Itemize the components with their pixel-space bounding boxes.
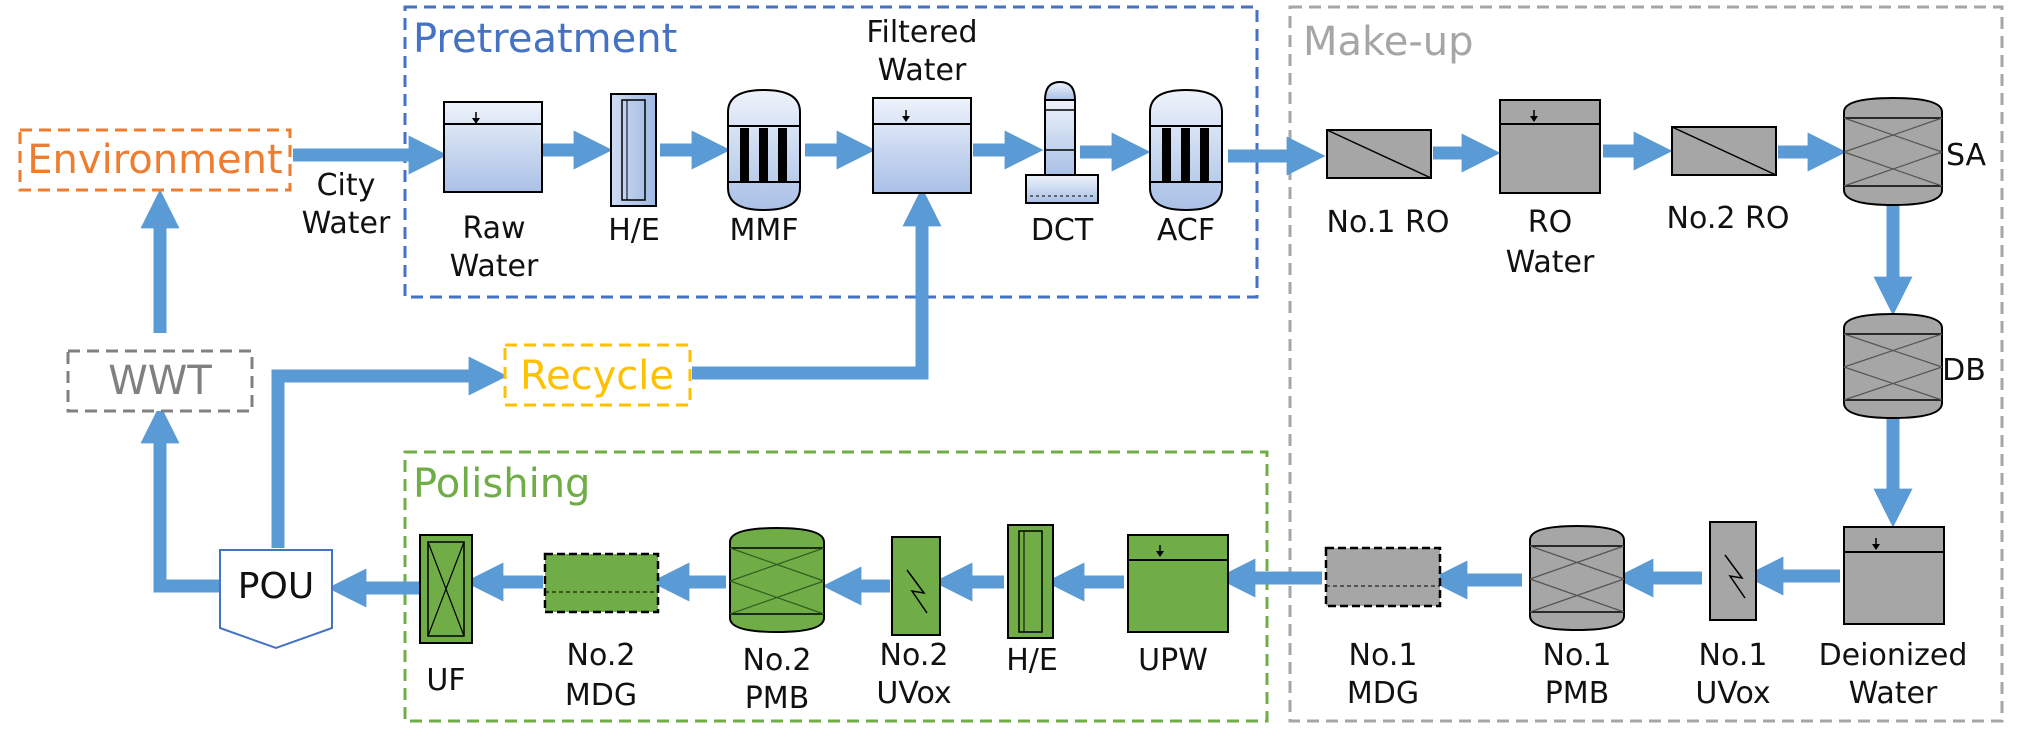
- no2-uvox-label: UVox: [876, 676, 951, 711]
- no2-uvox-unit: [891, 536, 941, 636]
- sa-label: SA: [1946, 138, 1987, 173]
- heat-exchanger-2-label: H/E: [1006, 643, 1058, 678]
- no2-pmb-column: [729, 526, 825, 634]
- no1-uvox-label: No.1: [1699, 638, 1768, 673]
- filtered-water-tank: [872, 97, 972, 194]
- no1-mdg-label: No.1: [1349, 638, 1418, 673]
- wwt-node-box: [66, 349, 254, 413]
- no2-mdg-label: MDG: [565, 678, 637, 713]
- deionized-water-tank: [1843, 526, 1945, 625]
- environment-node-label: Environment: [27, 137, 282, 183]
- environment-node-box: [18, 128, 292, 192]
- filtered-water-label: Filtered: [866, 15, 977, 50]
- uf-label: UF: [426, 663, 465, 698]
- mmf-label: MMF: [729, 213, 798, 248]
- uf-unit: [419, 534, 473, 644]
- no2-ro-unit: [1671, 126, 1777, 176]
- no1-uvox-label: UVox: [1695, 676, 1770, 711]
- makeup-section-box: [1288, 5, 2004, 723]
- recycle-node-label: Recycle: [520, 353, 674, 399]
- no2-uvox-label: No.2: [880, 638, 949, 673]
- flow-pipe: [153, 422, 220, 593]
- no1-mdg-label: MDG: [1347, 676, 1419, 711]
- sa-column: [1843, 96, 1943, 207]
- acf-label: ACF: [1157, 213, 1215, 248]
- polishing-section-box: [403, 450, 1269, 723]
- pou-node-shape: [219, 549, 333, 650]
- polishing-section-title: Polishing: [413, 461, 590, 507]
- heat-exchanger-1-label: H/E: [608, 213, 660, 248]
- no2-pmb-label: PMB: [745, 681, 810, 716]
- ro-water-label: RO: [1528, 205, 1572, 240]
- no2-ro-label: No.2 RO: [1667, 201, 1790, 236]
- no2-mdg-unit: [543, 552, 660, 614]
- flow-pipe: [271, 369, 485, 548]
- db-column: [1843, 312, 1943, 420]
- acf-filter: [1149, 88, 1223, 212]
- no2-pmb-label: No.2: [743, 643, 812, 678]
- ro-water-label: Water: [1506, 245, 1595, 280]
- filtered-water-label: Water: [878, 53, 967, 88]
- city-water-label: City: [317, 168, 376, 203]
- flow-pipes: [140, 130, 1913, 608]
- pretreatment-section-title: Pretreatment: [413, 16, 677, 62]
- pou-node-label: POU: [238, 566, 314, 607]
- raw-water-label: Water: [450, 249, 539, 284]
- heat-exchanger-1: [610, 93, 657, 207]
- ro-water-tank: [1499, 99, 1601, 194]
- raw-water-tank: [443, 101, 543, 193]
- no1-pmb-label: No.1: [1543, 638, 1612, 673]
- no1-pmb-column: [1529, 524, 1625, 632]
- raw-water-label: Raw: [462, 211, 525, 246]
- no1-mdg-unit: [1324, 546, 1442, 608]
- recycle-node-box: [503, 343, 692, 407]
- no1-pmb-label: PMB: [1545, 676, 1610, 711]
- no1-ro-unit: [1326, 129, 1432, 179]
- deionized-water-label: Water: [1849, 676, 1938, 711]
- deionized-water-label: Deionized: [1819, 638, 1968, 673]
- wwt-node-label: WWT: [108, 358, 212, 404]
- dct-tower: [1025, 80, 1099, 204]
- no1-ro-label: No.1 RO: [1327, 205, 1450, 240]
- no2-mdg-label: No.2: [567, 638, 636, 673]
- upw-tank: [1127, 534, 1229, 633]
- db-label: DB: [1942, 353, 1986, 388]
- flow-pipe: [692, 210, 929, 380]
- makeup-section-title: Make-up: [1303, 19, 1474, 65]
- mmf-filter: [727, 88, 801, 212]
- upw-label: UPW: [1138, 643, 1208, 678]
- dct-label: DCT: [1031, 213, 1094, 248]
- no1-uvox-unit: [1709, 521, 1757, 621]
- heat-exchanger-2: [1007, 524, 1054, 639]
- city-water-label: Water: [302, 206, 391, 241]
